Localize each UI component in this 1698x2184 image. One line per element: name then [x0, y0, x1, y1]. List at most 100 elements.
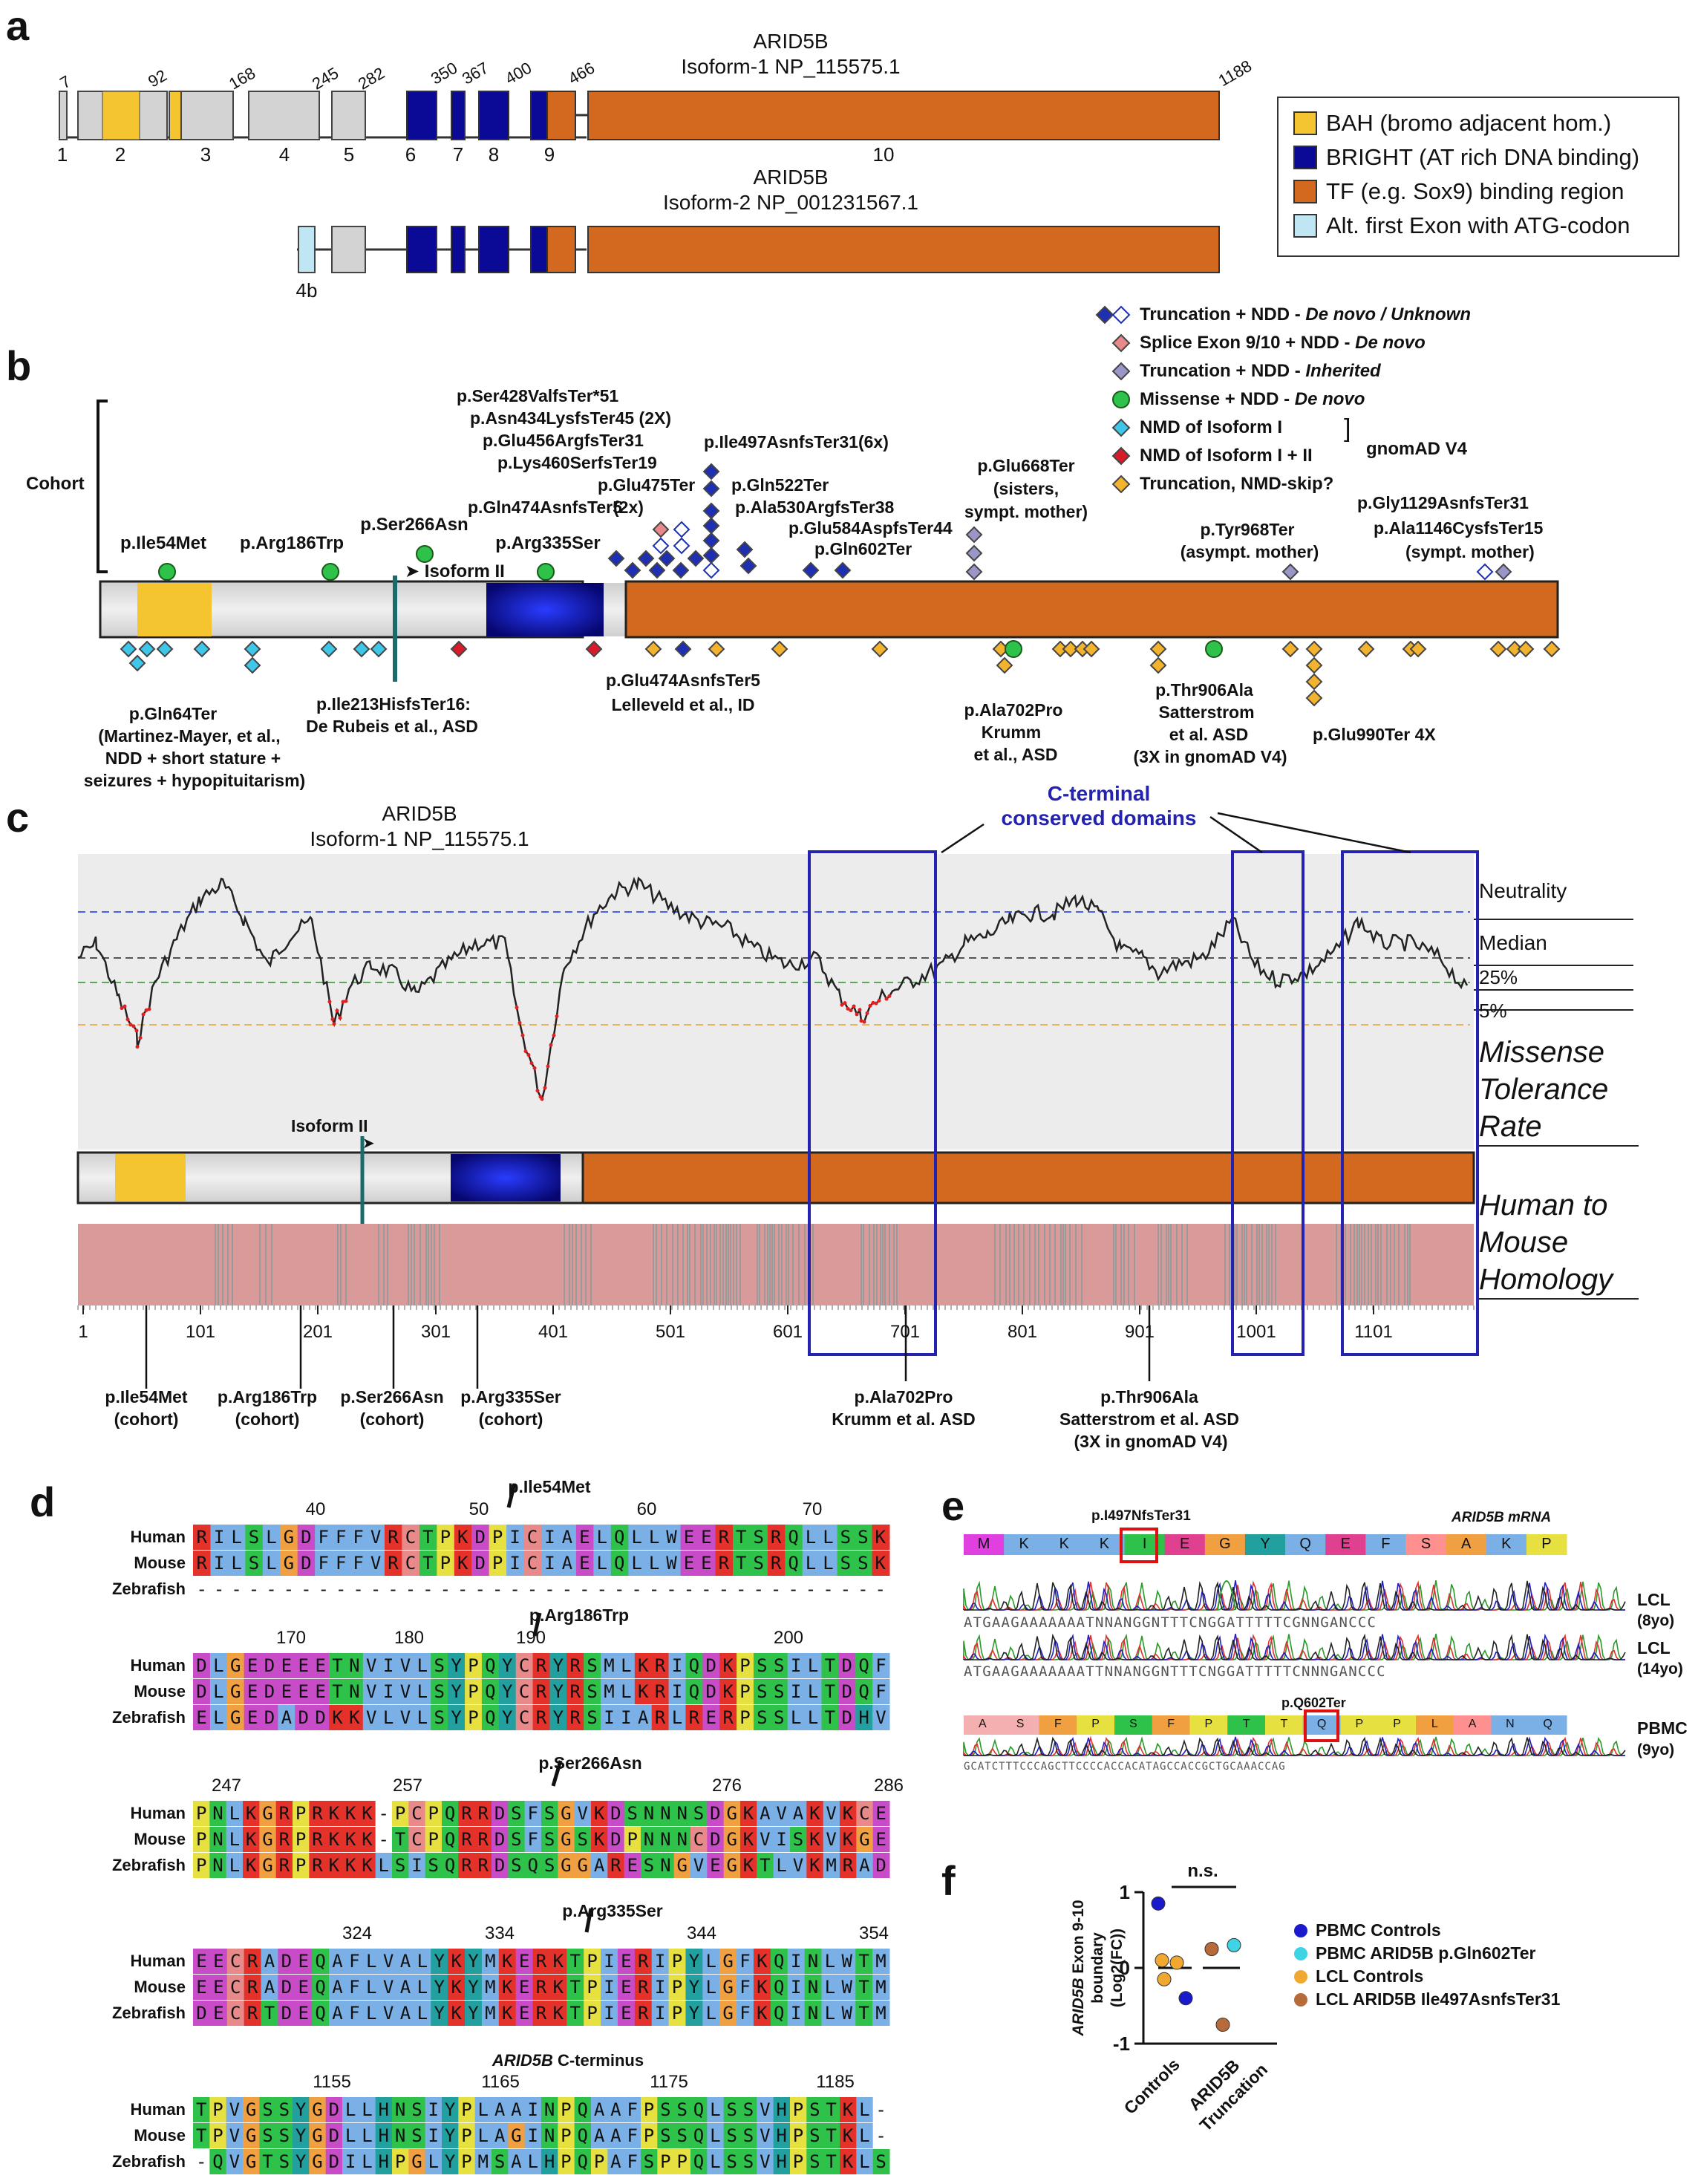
variant-diamond [834, 561, 852, 579]
d-residue-cell [821, 1975, 839, 2000]
d-residue: I [654, 2003, 666, 2024]
d-residue: S [773, 1681, 785, 1702]
d-residue: C [859, 1803, 870, 1824]
d-residue: Y [552, 1655, 564, 1676]
d-residue-cell [458, 1827, 476, 1852]
d-species-label: Human [130, 1804, 186, 1822]
d-residue: R [654, 1681, 666, 1702]
variant-diamond [1517, 640, 1535, 658]
d-residue: Y [444, 2151, 456, 2172]
d-residue: Y [501, 1707, 513, 1728]
d-residue: E [246, 1707, 258, 1728]
mtr-low-point [868, 1003, 872, 1008]
d-residue: A [593, 2125, 605, 2146]
d-position-tick: 180 [394, 1628, 425, 1648]
d-residue-cell [737, 1679, 754, 1704]
d-residue: I [213, 1553, 225, 1574]
mtr-low-point [341, 1000, 345, 1004]
d-residue: G [676, 1855, 688, 1876]
d-residue-cell [785, 1551, 803, 1576]
d-residue: V [760, 1829, 771, 1850]
d-residue: E [875, 1803, 886, 1824]
d-residue: - [492, 1579, 503, 1600]
d-residue: R [637, 1977, 649, 1998]
d-residue-cell [384, 1551, 402, 1576]
f-ytick: 1 [1119, 1881, 1130, 1903]
e-aa-letter: F [1381, 1536, 1391, 1552]
d-residue: L [417, 1951, 428, 1972]
d-residue-cell [601, 1705, 618, 1730]
e-age-2: (14yo) [1637, 1660, 1683, 1678]
d-residue: I [428, 2125, 439, 2146]
e-aa-letter: K [1019, 1536, 1029, 1552]
d-residue: P [792, 2151, 804, 2172]
d-residue: K [457, 1527, 468, 1548]
d-residue: A [332, 2003, 343, 2024]
d-residue-cell [690, 1853, 708, 1878]
c-variant-label: p.Ala702Pro [854, 1387, 953, 1406]
d-residue-cell [209, 1679, 228, 1704]
d-sequence-row: ---------------------------------------- [193, 1580, 889, 1598]
d-residue-cell [651, 2001, 670, 2026]
a-alt-exon-label: 4b [295, 279, 318, 301]
d-residue: K [362, 1829, 373, 1850]
d-residue-cell [821, 1653, 839, 1678]
d-residue-cell [785, 1525, 803, 1550]
d-residue-cell [332, 1525, 350, 1550]
f-legend-swatch [1294, 1970, 1307, 1983]
d-residue-cell [624, 2149, 641, 2174]
c-neutrality-label: Neutrality [1479, 879, 1567, 902]
d-residue-cell [685, 1949, 703, 1974]
b-variant-label: p.Ala702Pro [964, 700, 1063, 720]
d-residue-cell [719, 1705, 737, 1730]
d-residue: K [842, 2125, 854, 2146]
d-residue: Y [688, 1977, 700, 1998]
d-residue-cell [474, 2149, 492, 2174]
panel-label-d: d [30, 1479, 56, 1525]
d-residue: A [561, 1527, 573, 1548]
d-residue: L [266, 1553, 277, 1574]
b-variant-label: p.Lys460SerfsTer19 [497, 453, 657, 472]
d-residue: Q [444, 1855, 456, 1876]
d-residue: I [604, 1977, 615, 1998]
d-residue: E [298, 2003, 309, 2024]
d-residue-cell [558, 1801, 575, 1826]
d-residue: L [596, 1553, 607, 1574]
d-residue-cell [275, 2097, 293, 2122]
d-residue: I [776, 1829, 787, 1850]
d-residue: Q [577, 2099, 588, 2120]
b-variant-label: (asympt. mother) [1180, 542, 1319, 561]
d-residue-cell [329, 1679, 347, 1704]
variant-diamond [1111, 446, 1131, 466]
d-residue: F [318, 1553, 329, 1574]
d-residue: P [295, 1803, 307, 1824]
d-residue: D [710, 1829, 721, 1850]
d-residue-cell [673, 1801, 691, 1826]
d-residue-cell [278, 1975, 295, 2000]
d-residue: T [826, 2125, 837, 2146]
variant-diamond [673, 521, 690, 538]
e-aa-letter: K [1059, 1536, 1069, 1552]
d-residue: P [468, 1655, 479, 1676]
d-residue-cell [297, 1551, 316, 1576]
d-residue-cell [315, 1551, 333, 1576]
variant-diamond [965, 544, 983, 562]
d-residue: S [428, 1855, 439, 1876]
d-residue-cell [431, 2001, 448, 2026]
d-residue: N [394, 2125, 406, 2146]
d-residue-cell [806, 1801, 824, 1826]
d-residue: M [604, 1655, 615, 1676]
d-residue-cell [492, 2149, 509, 2174]
d-residue: S [278, 2125, 290, 2146]
d-residue: - [788, 1579, 799, 1600]
d-residue-cell [209, 1975, 228, 2000]
d-residue-cell [657, 2123, 675, 2148]
d-residue-cell [757, 1853, 774, 1878]
legend-swatch-tf [1293, 180, 1317, 203]
d-residue-cell [549, 2001, 567, 2026]
d-residue: L [671, 1707, 683, 1728]
b-variant-label: (Martinez-Mayer, et al., [98, 726, 281, 746]
b-variant-label: et al., ASD [973, 745, 1058, 764]
d-residue: R [388, 1527, 399, 1548]
d-residue-cell [607, 2123, 625, 2148]
